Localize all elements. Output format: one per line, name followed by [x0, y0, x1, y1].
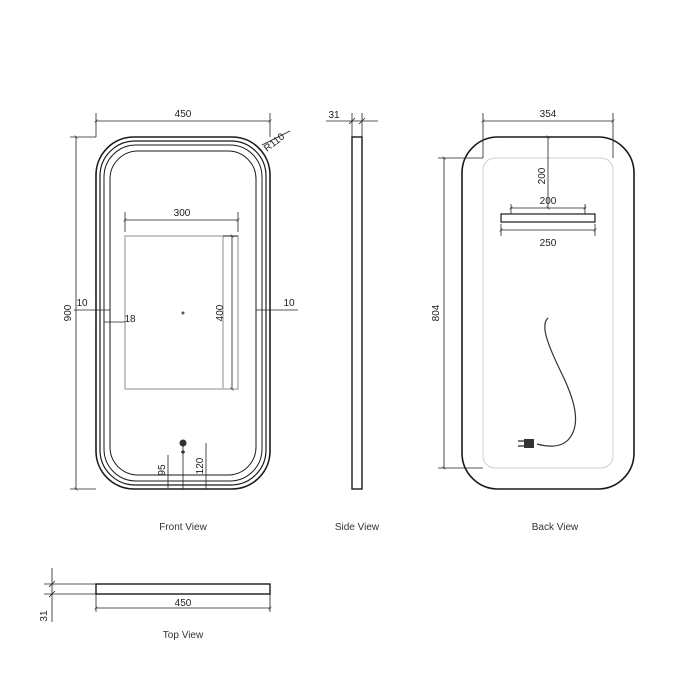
- dim-front-width: 450: [175, 109, 192, 120]
- dim-left-margin: 10: [76, 298, 88, 309]
- power-cable: [536, 317, 577, 447]
- front-center-dot: [181, 311, 185, 315]
- dim-strip-offset: 18: [124, 314, 136, 325]
- dim-front-height: 900: [63, 304, 74, 321]
- plug-icon: [518, 439, 534, 448]
- dim-right-margin: 10: [283, 298, 295, 309]
- dim-switch-offset-b: 120: [195, 457, 206, 474]
- dim-top-depth: 31: [39, 610, 50, 622]
- dim-strip-width: 300: [174, 208, 191, 219]
- front-light-strip: [124, 235, 239, 390]
- caption-top-view: Top View: [163, 630, 204, 641]
- top-profile: [95, 583, 271, 595]
- dim-bracket-width: 200: [540, 196, 557, 207]
- hanging-bracket: [500, 213, 596, 223]
- dim-switch-offset-a: 95: [157, 464, 168, 476]
- dim-front-radius: R110: [262, 131, 287, 154]
- caption-front-view: Front View: [159, 522, 207, 533]
- front-view: 450 R110 300 900 10 18 10 400: [63, 109, 298, 533]
- dim-bracket-length: 250: [540, 238, 557, 249]
- dim-top-width: 450: [175, 598, 192, 609]
- side-view: 31 Side View: [326, 110, 380, 533]
- back-view: 354 200 200 250 804 Back View: [431, 109, 635, 533]
- caption-side-view: Side View: [335, 522, 380, 533]
- dim-back-top-offset: 200: [537, 167, 548, 184]
- top-view: 31 450 Top View: [39, 568, 272, 641]
- dim-back-height: 804: [431, 304, 442, 321]
- dim-side-depth: 31: [328, 110, 340, 121]
- dim-back-width: 354: [540, 109, 557, 120]
- side-profile: [351, 136, 363, 490]
- dim-strip-height: 400: [215, 304, 226, 321]
- caption-back-view: Back View: [532, 522, 579, 533]
